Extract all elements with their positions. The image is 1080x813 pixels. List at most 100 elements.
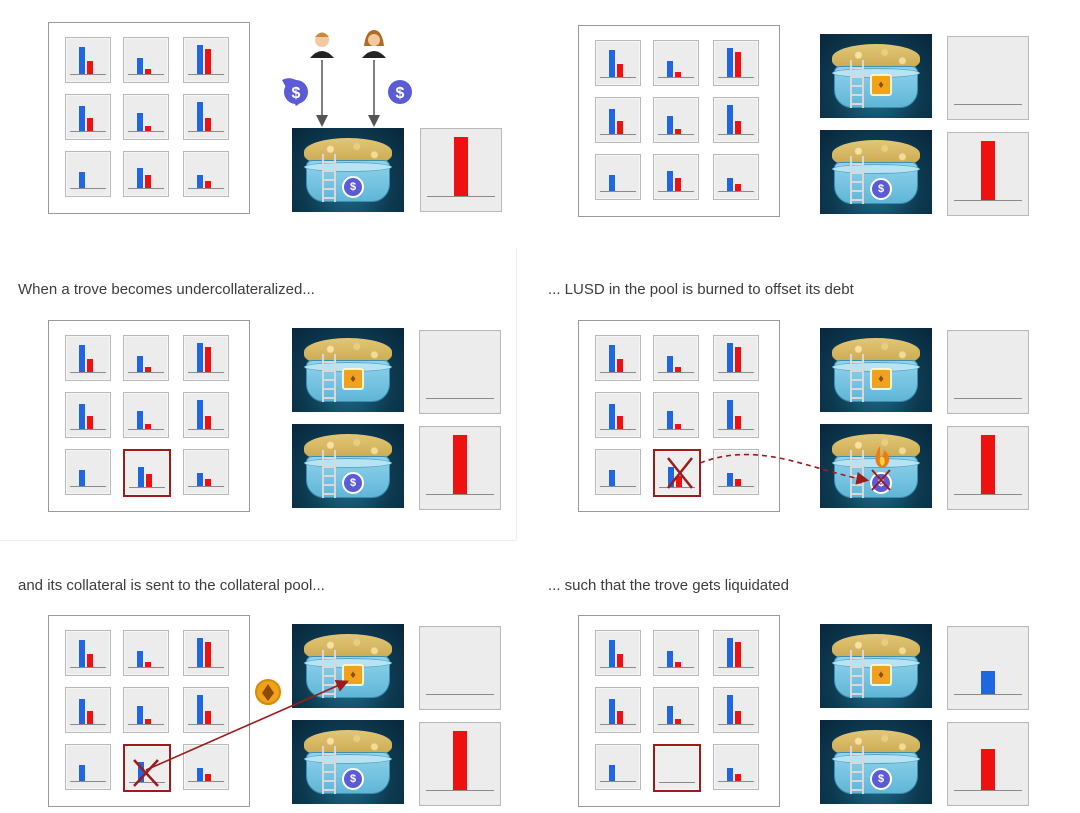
pool-level-bar (981, 141, 995, 200)
panel-baseline (426, 398, 494, 399)
pool-rim (304, 458, 392, 468)
collateral-bar (735, 774, 741, 781)
debt-bar (609, 470, 615, 486)
trove-baseline (129, 782, 165, 783)
trove (123, 392, 169, 438)
trove (653, 97, 699, 143)
pool-ladder (322, 354, 336, 402)
debt-bar (609, 50, 615, 77)
trove-baseline (188, 74, 224, 75)
lusd-token-icon: $ (388, 80, 412, 104)
collateral-bar (675, 129, 681, 134)
pool-ladder (322, 154, 336, 202)
trove-baseline (658, 429, 694, 430)
collateral-bar (145, 719, 151, 724)
debt-bar (137, 113, 143, 131)
collateral-pool-image: ♦ (292, 624, 404, 708)
debt-bar (727, 105, 733, 134)
lusd-icon: $ (342, 768, 364, 790)
pool-level-panel (947, 330, 1029, 414)
trove (653, 630, 699, 676)
troves-grid (578, 320, 780, 512)
stability-pool-image: $ (292, 424, 404, 508)
trove-baseline (128, 372, 164, 373)
trove (653, 335, 699, 381)
trove-baseline (600, 781, 636, 782)
trove (65, 630, 111, 676)
trove (713, 630, 759, 676)
trove (65, 449, 111, 495)
panel-baseline (954, 494, 1022, 495)
trove-baseline (70, 724, 106, 725)
lusd-token-icon: $ (282, 78, 308, 106)
debt-bar (79, 172, 85, 188)
debt-bar (727, 768, 733, 781)
pool-ladder (850, 650, 864, 698)
liquidated-trove (653, 744, 701, 792)
trove-baseline (188, 781, 224, 782)
collateral-pool-image: ♦ (820, 328, 932, 412)
trove (713, 449, 759, 495)
collateral-bar (87, 118, 93, 131)
collateral-bar (205, 711, 211, 724)
trove-baseline (658, 372, 694, 373)
panel-baseline (426, 790, 494, 791)
collateral-bar (617, 416, 623, 429)
trove-baseline (128, 667, 164, 668)
trove-baseline (600, 372, 636, 373)
stability-pool-image: $ (820, 424, 932, 508)
debt-bar (609, 765, 615, 781)
trove-baseline (188, 131, 224, 132)
trove-baseline (70, 188, 106, 189)
collateral-bar (735, 479, 741, 486)
trove (653, 154, 699, 200)
liquidated-trove (123, 744, 171, 792)
stability-pool-image: $ (820, 720, 932, 804)
stability-pool-image: $ (820, 130, 932, 214)
collateral-bar (675, 719, 681, 724)
collateral-bar (205, 774, 211, 781)
trove-baseline (658, 667, 694, 668)
debt-bar (79, 765, 85, 781)
pool-rim (304, 162, 392, 172)
debt-bar (79, 470, 85, 486)
troves-grid (578, 615, 780, 807)
debt-bar (727, 638, 733, 667)
pool-ladder (850, 450, 864, 498)
trove-baseline (70, 486, 106, 487)
debt-bar (667, 706, 673, 724)
collateral-bar (145, 175, 151, 188)
debt-bar (79, 699, 85, 724)
trove-baseline (128, 74, 164, 75)
pool-level-bar (981, 749, 995, 790)
troves-grid (48, 22, 250, 214)
collateral-bar (675, 367, 681, 372)
pool-ladder (322, 450, 336, 498)
eth-coin-icon (255, 679, 281, 705)
trove-baseline (718, 134, 754, 135)
collateral-bar (87, 359, 93, 372)
trove (595, 97, 641, 143)
trove-baseline (128, 131, 164, 132)
trove (123, 630, 169, 676)
panel-baseline (954, 790, 1022, 791)
debt-bar (667, 651, 673, 667)
collateral-bar (205, 642, 211, 667)
caption-trove-liquidated: ... such that the trove gets liquidated (548, 577, 789, 594)
trove-baseline (718, 667, 754, 668)
debt-bar (197, 400, 203, 429)
collateral-bar (87, 711, 93, 724)
trove-baseline (70, 781, 106, 782)
troves-grid (578, 25, 780, 217)
collateral-bar (617, 359, 623, 372)
debt-bar (79, 345, 85, 372)
eth-icon: ♦ (870, 664, 892, 686)
trove (183, 151, 229, 197)
debt-bar (609, 175, 615, 191)
trove-baseline (128, 724, 164, 725)
trove (65, 94, 111, 140)
trove-baseline (718, 724, 754, 725)
collateral-bar (205, 118, 211, 131)
trove-baseline (718, 429, 754, 430)
pool-ladder (850, 746, 864, 794)
